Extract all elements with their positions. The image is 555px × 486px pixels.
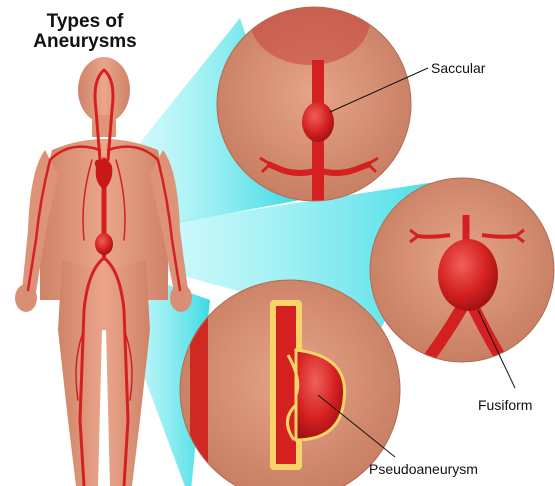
title-line-2: Aneurysms bbox=[10, 32, 160, 52]
diagram-title: Types of Aneurysms bbox=[10, 12, 160, 52]
detail-circle-fusiform bbox=[370, 178, 554, 370]
label-saccular: Saccular bbox=[431, 60, 485, 76]
fusiform-bulge bbox=[438, 239, 498, 311]
label-fusiform: Fusiform bbox=[478, 397, 532, 413]
title-line-1: Types of bbox=[10, 12, 160, 32]
saccular-bulge bbox=[302, 102, 334, 142]
body-aneurysm-bulge bbox=[95, 233, 113, 255]
label-pseudoaneurysm: Pseudoaneurysm bbox=[369, 461, 478, 477]
